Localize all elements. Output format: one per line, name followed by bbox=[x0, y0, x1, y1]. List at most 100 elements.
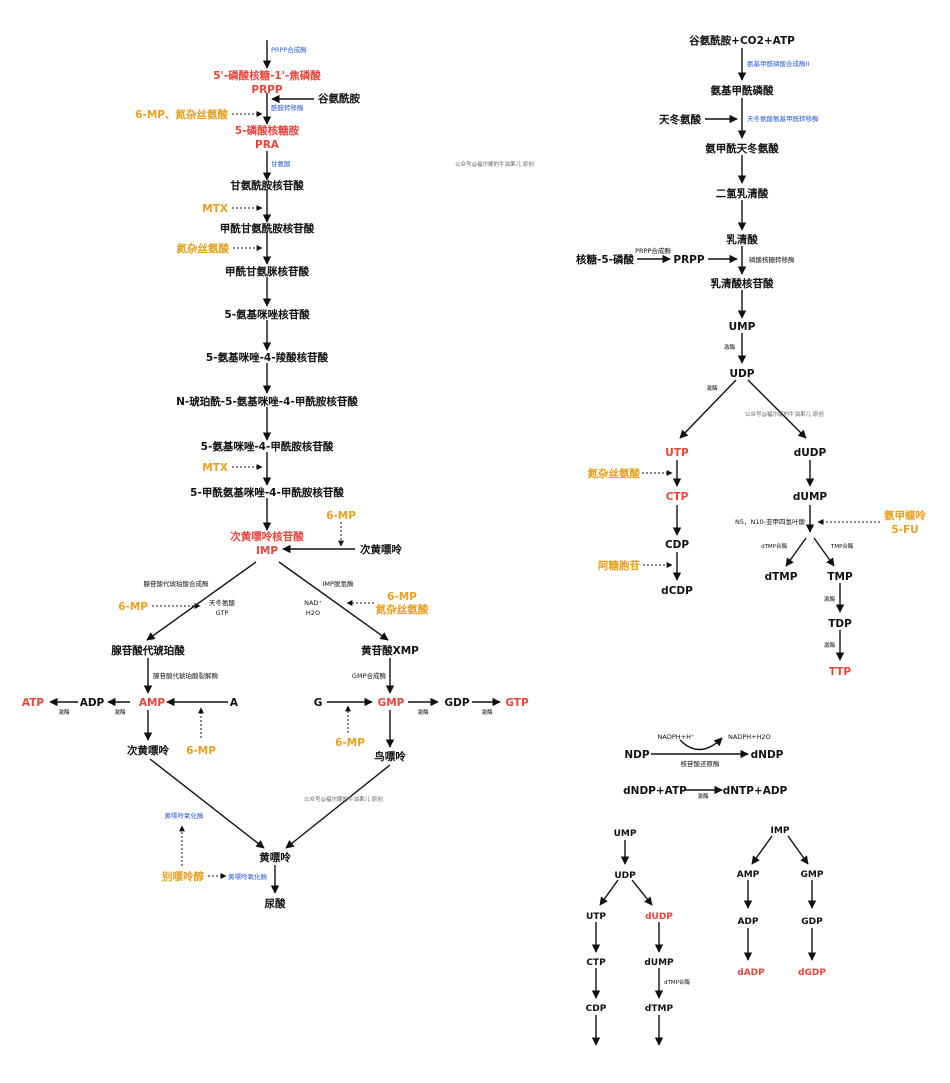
metabolite-label: 乳清酸核苷酸 bbox=[711, 277, 774, 290]
metabolite-label: UMP bbox=[614, 829, 637, 839]
metabolite-label: 核糖-5-磷酸 bbox=[576, 253, 635, 266]
inhibitor-label: 5-FU bbox=[891, 524, 918, 536]
metabolite-label: CDP bbox=[586, 1004, 607, 1014]
enzyme-label: 激酶 bbox=[706, 384, 718, 392]
enzyme-label: 核苷酸还原酶 bbox=[681, 759, 721, 768]
inhibitor-label: 氨甲蝶呤 bbox=[884, 509, 926, 522]
inhibitor-label: 6-MP bbox=[186, 745, 216, 757]
inhibitor-label: 6-MP、氮杂丝氨酸 bbox=[135, 108, 228, 121]
metabolite-label: PRA bbox=[255, 139, 280, 151]
cofactor-label: NAD⁺ bbox=[304, 599, 322, 607]
metabolite-label: 氨甲酰天冬氨酸 bbox=[705, 142, 779, 155]
inhibitor-label: 氮杂丝氨酸 bbox=[376, 603, 429, 616]
metabolite-label: IMP bbox=[256, 545, 278, 557]
enzyme-label: 激酶 bbox=[724, 343, 736, 351]
metabolite-label: CTP bbox=[666, 491, 689, 503]
metabolite-label: ATP bbox=[22, 697, 44, 709]
metabolite-label: 尿酸 bbox=[265, 897, 286, 910]
metabolite-label: 鸟嘌呤 bbox=[374, 750, 406, 763]
metabolite-label: 5-甲酰氨基咪唑-4-甲酰胺核苷酸 bbox=[190, 486, 344, 499]
metabolite-label: 天冬氨酸 bbox=[659, 113, 701, 126]
enzyme-label: 激酶 bbox=[114, 708, 126, 716]
metabolite-label: CTP bbox=[586, 958, 606, 968]
metabolite-label: 次黄嘌呤 bbox=[360, 543, 402, 556]
enzyme-label: PRPP合成酶 bbox=[271, 45, 307, 54]
watermark-text: 公众号@福尔娜的牛油果儿 原创 bbox=[304, 795, 383, 803]
enzyme-label: dTMP合酶 bbox=[664, 978, 690, 986]
enzyme-label: 激酶 bbox=[58, 708, 70, 716]
metabolite-label: dUDP bbox=[645, 912, 673, 922]
enzyme-label: 激酶 bbox=[824, 595, 836, 603]
cofactor-label: 天冬氨酸 bbox=[209, 598, 236, 607]
inhibitor-label: 别嘌呤醇 bbox=[161, 870, 204, 883]
metabolite-label: 次黄嘌呤 bbox=[127, 744, 169, 757]
metabolite-label: 氨基甲酰磷酸 bbox=[711, 84, 774, 97]
metabolite-label: UDP bbox=[730, 368, 755, 380]
metabolite-label: dGDP bbox=[798, 968, 826, 978]
inhibitor-label: 阿糖胞苷 bbox=[598, 559, 640, 572]
metabolite-label: ADP bbox=[737, 917, 758, 927]
enzyme-label: dTMP合酶 bbox=[761, 542, 787, 550]
purine-arrows bbox=[49, 40, 501, 894]
metabolite-label: 二氢乳清酸 bbox=[716, 187, 769, 200]
metabolite-label: UTP bbox=[665, 447, 689, 459]
metabolite-label: dNDP+ATP bbox=[623, 785, 687, 797]
enzyme-label: 黄嘌呤氧化酶 bbox=[228, 872, 268, 881]
watermark-text: 公众号@福尔娜的牛油果儿 原创 bbox=[745, 410, 824, 418]
metabolite-label: 黄嘌呤 bbox=[259, 851, 291, 864]
metabolite-label: 5-氨基咪唑-4-羧酸核苷酸 bbox=[206, 351, 329, 364]
enzyme-label: 激酶 bbox=[824, 641, 836, 649]
cofactor-label: H2O bbox=[306, 609, 320, 617]
enzyme-label: 黄嘌呤氧化酶 bbox=[165, 811, 205, 820]
summary-left-labels: UMP UDP UTP dUDP CTP dUMP dTMP合酶 CDP dTM… bbox=[586, 829, 691, 1014]
metabolite-label: ADP bbox=[80, 697, 105, 709]
metabolite-label: 5'-磷酸核糖-1'-焦磷酸 bbox=[213, 69, 321, 82]
metabolite-label: dNDP bbox=[751, 749, 784, 761]
inhibitor-label: 6-MP bbox=[335, 737, 365, 749]
metabolite-label: dTMP bbox=[645, 1004, 674, 1014]
deoxy-labels: NADPH+H⁺ NADPH+H2O NDP dNDP 核苷酸还原酶 dNDP+… bbox=[623, 733, 787, 800]
metabolite-label: 谷氨酰胺+CO2+ATP bbox=[689, 34, 795, 47]
metabolite-label: AMP bbox=[737, 870, 760, 880]
metabolite-label: 甲酰甘氨脒核苷酸 bbox=[225, 265, 309, 278]
metabolite-label: 5-氨基咪唑-4-甲酰胺核苷酸 bbox=[201, 440, 334, 453]
metabolite-label: GDP bbox=[444, 697, 469, 709]
metabolite-label: 5-氨基咪唑核苷酸 bbox=[224, 308, 310, 321]
metabolite-label: N-琥珀酰-5-氨基咪唑-4-甲酰胺核苷酸 bbox=[176, 395, 358, 408]
inhibitor-label: 氮杂丝氨酸 bbox=[588, 467, 641, 480]
metabolite-label: 谷氨酰胺 bbox=[318, 92, 360, 105]
metabolite-label: GMP bbox=[801, 870, 824, 880]
metabolite-label: dTMP bbox=[765, 571, 798, 583]
metabolite-label: AMP bbox=[139, 697, 166, 709]
metabolite-label: TTP bbox=[829, 666, 852, 678]
metabolite-label: NDP bbox=[624, 749, 650, 761]
cofactor-label: NADPH+H2O bbox=[728, 733, 771, 741]
metabolite-label: TDP bbox=[828, 618, 852, 630]
metabolite-label: GTP bbox=[505, 697, 529, 709]
metabolite-label: dUMP bbox=[793, 491, 827, 503]
enzyme-label: IMP脱氢酶 bbox=[323, 579, 354, 588]
cofactor-label: NADPH+H⁺ bbox=[658, 733, 695, 741]
purine-labels: PRPP合成酶 5'-磷酸核糖-1'-焦磷酸 PRPP 谷氨酰胺 6-MP、氮杂… bbox=[22, 45, 529, 910]
watermark-text: 公众号@福尔娜的牛油果儿 原创 bbox=[455, 160, 534, 168]
metabolite-label: GMP bbox=[378, 697, 405, 709]
metabolite-label: PRPP bbox=[251, 84, 282, 96]
metabolite-label: dNTP+ADP bbox=[723, 785, 788, 797]
inhibitor-label: 6-MP bbox=[326, 510, 356, 522]
metabolite-label: UDP bbox=[614, 871, 636, 881]
summary-right-labels: IMP AMP GMP ADP GDP dADP dGDP bbox=[737, 826, 827, 978]
metabolite-label: dADP bbox=[737, 968, 765, 978]
pyrimidine-labels: 谷氨酰胺+CO2+ATP 氨基甲酰磷酸合成酶II 氨基甲酰磷酸 天冬氨酸 天冬氨… bbox=[576, 34, 927, 678]
enzyme-label: 腺苷酸代琥珀酸合成酶 bbox=[144, 579, 210, 588]
metabolite-label: 5-磷酸核糖胺 bbox=[235, 124, 300, 137]
metabolite-label: 甲酰甘氨酰胺核苷酸 bbox=[220, 222, 315, 235]
pyrimidine-inhibition-arrows bbox=[642, 470, 880, 568]
metabolite-label: UTP bbox=[586, 912, 606, 922]
metabolite-label: 腺苷酸代琥珀酸 bbox=[111, 644, 185, 657]
metabolite-label: CDP bbox=[665, 539, 689, 551]
enzyme-label: TMP合酶 bbox=[830, 542, 854, 550]
metabolite-label: G bbox=[314, 697, 323, 709]
metabolite-label: A bbox=[230, 697, 239, 709]
pyrimidine-arrows bbox=[637, 48, 845, 661]
